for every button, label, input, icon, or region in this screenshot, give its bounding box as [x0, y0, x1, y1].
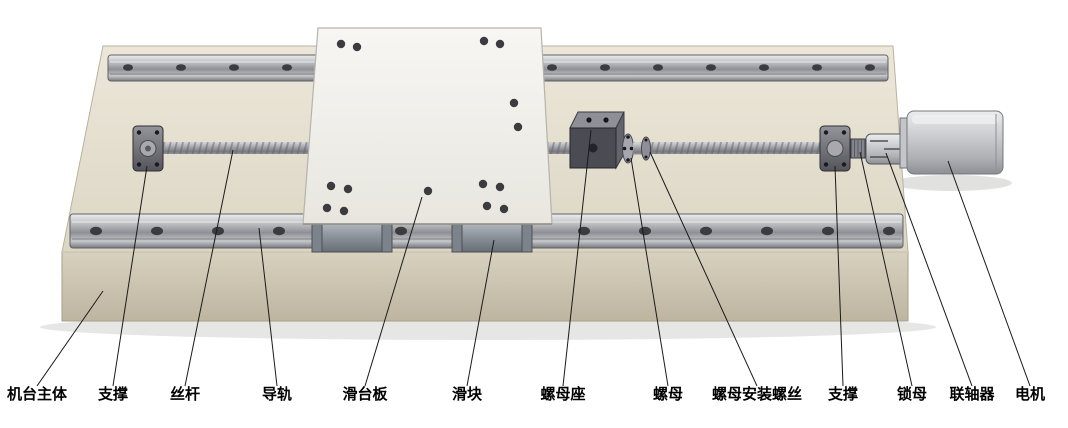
label-lead-screw: 丝杆: [170, 385, 200, 403]
leader-line-nut-seat: [562, 129, 592, 387]
lock-nut: [850, 138, 866, 159]
label-machine-base: 机台主体: [7, 385, 68, 403]
nut-flange: [622, 133, 634, 164]
leader-line-lock-nut: [859, 151, 913, 387]
leader-line-support-right: [834, 165, 844, 387]
label-guide-rail: 导轨: [262, 385, 292, 403]
label-nut: 螺母: [653, 385, 683, 403]
label-slide-plate: 滑台板: [342, 385, 388, 403]
motor-highlight: [912, 115, 998, 124]
leader-line-slide-plate: [364, 196, 423, 387]
label-motor: 电机: [1015, 385, 1045, 403]
carriage-right: [451, 219, 533, 253]
coupling: [865, 133, 907, 165]
motor-body: [906, 110, 1004, 175]
nut-mounting-screws-washer: [633, 136, 651, 161]
leader-line-motor: [947, 160, 1031, 387]
motor: [899, 110, 1004, 175]
carriage-left: [311, 219, 393, 253]
leader-line-machine-base: [36, 290, 104, 387]
support-bearing-left: [132, 125, 164, 172]
leader-lines: [36, 129, 1031, 387]
leader-line-slider-block: [466, 239, 495, 387]
leader-line-coupling: [885, 152, 973, 387]
leader-line-guide-rail: [258, 227, 278, 387]
label-support-right: 支撑: [827, 385, 858, 403]
label-slider-block: 滑块: [452, 385, 483, 403]
label-support-left: 支撑: [97, 385, 128, 403]
leader-line-nut: [630, 157, 669, 387]
nut-seat-block: [569, 111, 625, 170]
label-coupling: 联轴器: [949, 385, 995, 403]
slide-plate: [302, 27, 553, 225]
slider-blocks: [311, 219, 533, 253]
label-nut-mounting-screws: 螺母安装螺丝: [712, 385, 802, 403]
leader-line-lead-screw: [184, 149, 234, 387]
slide-plate-holes: [322, 36, 523, 216]
label-nut-seat: 螺母座: [540, 385, 585, 403]
part-labels: 机台主体 支撑 丝杆 导轨 滑台板 滑块 螺母座 螺母 螺母安装螺丝 支撑 锁母 联轴器 电机: [7, 385, 1045, 403]
motor-shadow: [892, 175, 1012, 191]
support-bearing-right: [819, 125, 851, 172]
leader-line-support-left: [112, 165, 148, 387]
leader-line-nut-mounting-screws: [649, 151, 758, 387]
label-lock-nut: 锁母: [897, 385, 927, 403]
